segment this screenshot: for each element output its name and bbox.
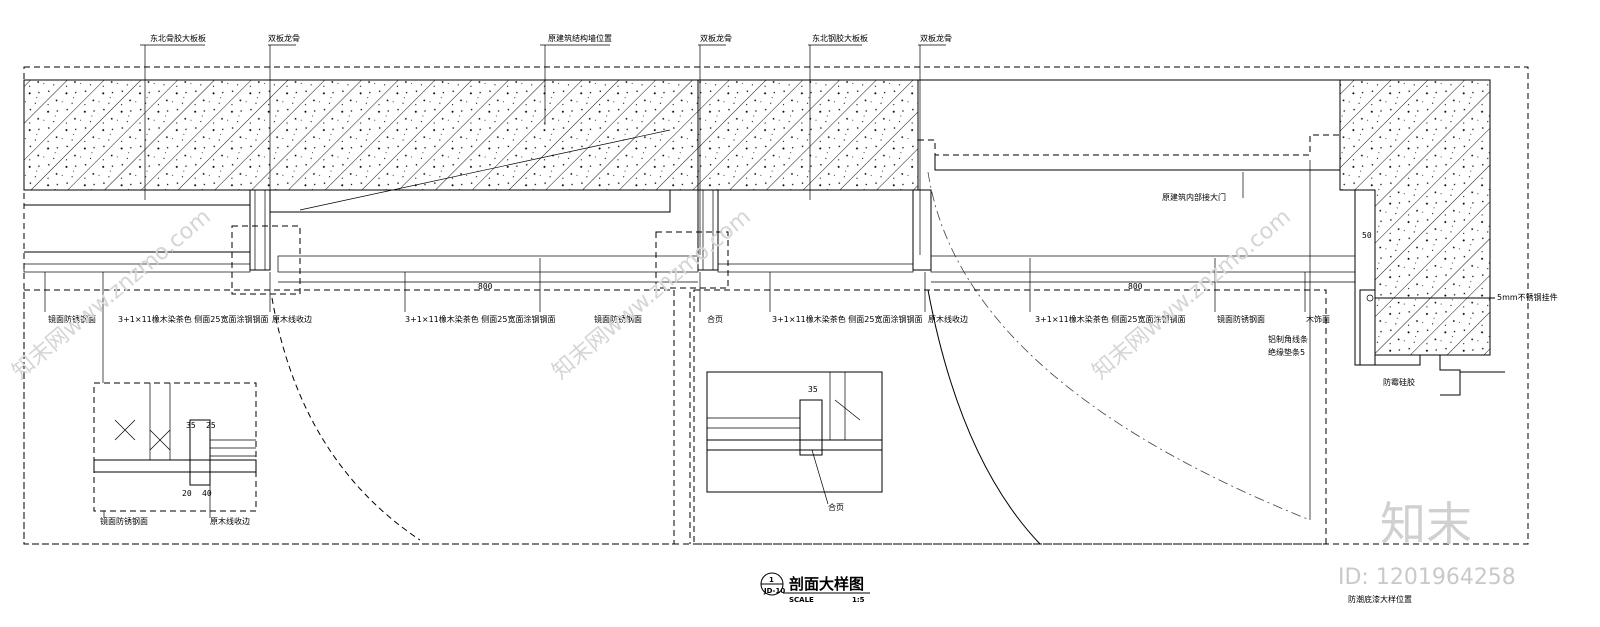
drawing-title: 剖面大样图 (789, 575, 864, 593)
bolt-note: 5mm不锈钢挂件 (1497, 292, 1558, 302)
detail-label-a: 镜面防锈钢面 (100, 516, 148, 526)
bottom-label-1a: 镜面防锈钢面 (48, 314, 96, 324)
top-label-2: 双板龙骨 (268, 33, 300, 43)
concrete-slab-b (697, 79, 919, 191)
post-1 (249, 189, 271, 271)
board-band-2 (277, 255, 699, 273)
watermark-diag-1: 知末网www.znzmo.com (8, 204, 216, 384)
dim-40: 40 (202, 489, 212, 498)
dim-20: 20 (182, 489, 192, 498)
bottom-label-1c: 原木线收边 (272, 314, 312, 324)
detail-label-b: 原木线收边 (210, 516, 250, 526)
post-2 (697, 189, 719, 271)
title-number: 1 (769, 576, 774, 584)
zoom-detail-left (93, 382, 257, 512)
scale-label: SCALE (789, 596, 814, 604)
bottom-label-4a: 3+1×11橡木染茶色 侧面25宽面涂钢钢面 (1035, 314, 1186, 324)
dim-25: 25 (206, 421, 216, 430)
right-top-dim: 50 (1362, 231, 1372, 240)
bottom-label-3b: 原木线收边 (928, 314, 968, 324)
board-band-3 (717, 263, 914, 273)
board-band-1 (23, 263, 251, 273)
bottom-label-2b: 镜面防锈钢面 (594, 314, 642, 324)
top-label-4: 双板龙骨 (700, 33, 732, 43)
zoom-detail-center (706, 371, 883, 493)
bottom-label-2c: 合页 (707, 314, 723, 324)
dim-35: 35 (186, 421, 196, 430)
board-band-4 (930, 255, 1356, 273)
bottom-label-4c: 木饰面 (1306, 314, 1330, 324)
top-label-6: 双板龙骨 (920, 33, 952, 43)
concrete-slab-a (23, 79, 699, 191)
post-3 (912, 189, 932, 271)
right-note-2: 绝缘垫条5 (1268, 347, 1305, 357)
top-label-3: 原建筑结构墙位置 (548, 33, 612, 43)
scale-value: 1:5 (852, 596, 865, 604)
door-note: 原建筑内部接大门 (1162, 192, 1226, 202)
right-note-1: 铝制角线条 (1268, 334, 1308, 344)
dim-800-a: 800 (478, 282, 493, 291)
bottom-label-1b: 3+1×11橡木染茶色 侧面25宽面涂钢钢面 (118, 314, 269, 324)
detail-label-c: 合页 (828, 502, 844, 512)
watermark-logo: 知末 (1380, 497, 1472, 551)
dim-800-b: 800 (1128, 282, 1143, 291)
bottom-label-2a: 3+1×11橡木染茶色 侧面25宽面涂钢钢面 (405, 314, 556, 324)
bottom-label-4b: 镜面防锈钢面 (1217, 314, 1265, 324)
top-label-1: 东北骨胶大板板 (150, 33, 206, 43)
post-4 (1354, 189, 1376, 366)
bottom-right-note: 防霉硅胶 (1383, 377, 1415, 387)
title-ref: JD-10 (763, 587, 785, 595)
concrete-wall-right (1339, 79, 1491, 356)
detail-label-d: 防潮底漆大样位置 (1348, 594, 1412, 604)
watermark-id: ID: 1201964258 (1338, 565, 1516, 590)
dim-35b: 35 (808, 385, 818, 394)
bottom-label-3a: 3+1×11橡木染茶色 侧面25宽面涂钢钢面 (772, 314, 923, 324)
top-label-5: 东北钢胶大板板 (812, 33, 868, 43)
watermark-diag-2: 知末网www.znzmo.com (548, 204, 756, 384)
watermark-diag-3: 知末网www.znzmo.com (1088, 204, 1296, 384)
